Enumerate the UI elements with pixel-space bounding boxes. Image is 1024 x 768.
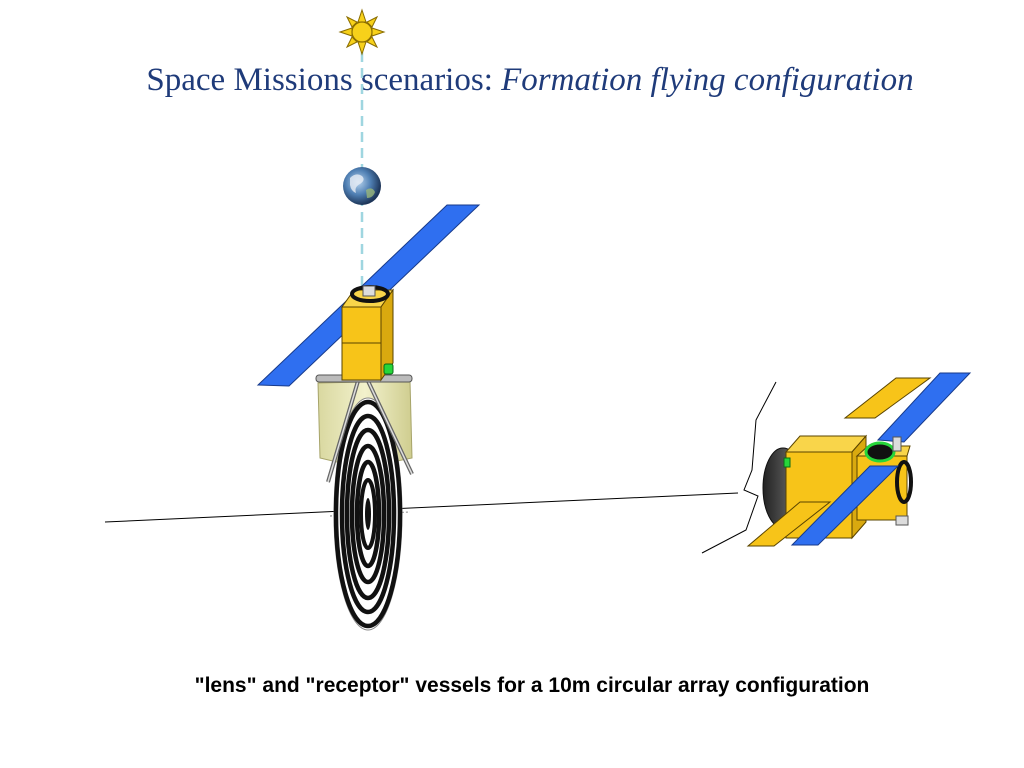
- receptor-dish: [864, 441, 896, 463]
- formation-baseline: [104, 492, 739, 523]
- lens-vessel: [256, 204, 481, 631]
- slide-title: Space Missions scenarios: Formation flyi…: [0, 62, 1024, 99]
- earth-icon: [343, 167, 381, 205]
- receptor-yellow-panel-front: [746, 501, 832, 547]
- break-mark: [701, 381, 777, 554]
- lens-thruster: [383, 363, 394, 375]
- receptor-thruster: [783, 457, 791, 468]
- lens-body: [341, 288, 394, 382]
- fresnel-lens: [333, 397, 403, 631]
- receptor-vessel: [746, 372, 972, 547]
- sun-icon: [338, 8, 386, 56]
- receptor-side-ring: [895, 460, 913, 504]
- title-emphasis: Formation flying configuration: [501, 62, 914, 98]
- title-main: Space Missions scenarios:: [146, 62, 502, 98]
- slide-caption: "lens" and "receptor" vessels for a 10m …: [194, 674, 870, 697]
- receptor-yellow-panel: [843, 377, 932, 419]
- receptor-solar-panel-lower: [790, 465, 900, 546]
